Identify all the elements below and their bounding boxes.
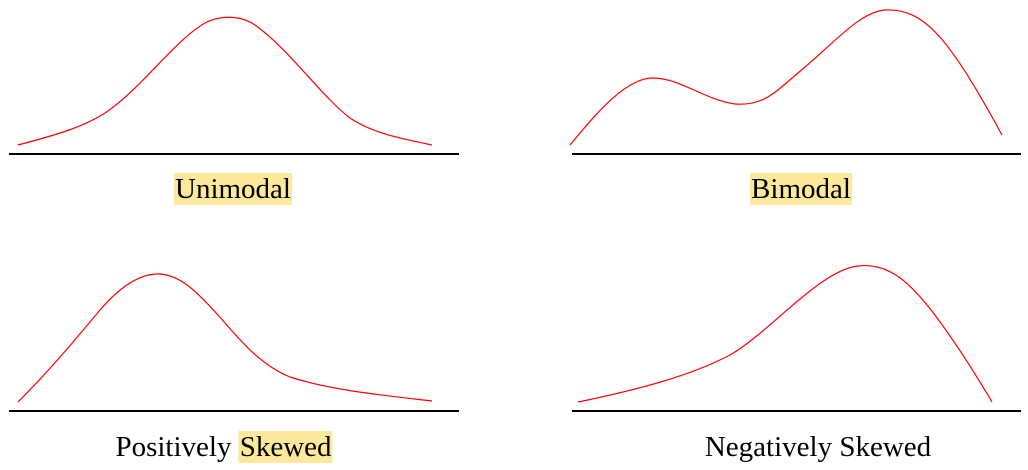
negatively-skewed-curve xyxy=(577,264,993,403)
bimodal-curve xyxy=(569,9,1003,146)
caption-unimodal: Unimodal xyxy=(174,172,292,206)
caption-positively-skewed-highlight: Skewed xyxy=(238,431,333,463)
panel-bimodal xyxy=(569,9,1021,155)
caption-negatively-skewed: Negatively Skewed xyxy=(705,430,931,464)
unimodal-curve xyxy=(17,16,433,146)
panel-unimodal xyxy=(9,16,459,155)
positively-skewed-curve xyxy=(17,273,433,403)
panel-negatively-skewed xyxy=(572,264,1021,412)
panel-positively-skewed xyxy=(9,273,459,412)
caption-bimodal-highlight: Bimodal xyxy=(750,173,852,205)
caption-bimodal: Bimodal xyxy=(750,172,852,206)
caption-unimodal-highlight: Unimodal xyxy=(174,173,292,205)
caption-negatively-skewed-text: Negatively Skewed xyxy=(704,431,932,463)
caption-positively-skewed-text: Positively xyxy=(115,431,239,463)
caption-positively-skewed: Positively Skewed xyxy=(115,430,333,464)
